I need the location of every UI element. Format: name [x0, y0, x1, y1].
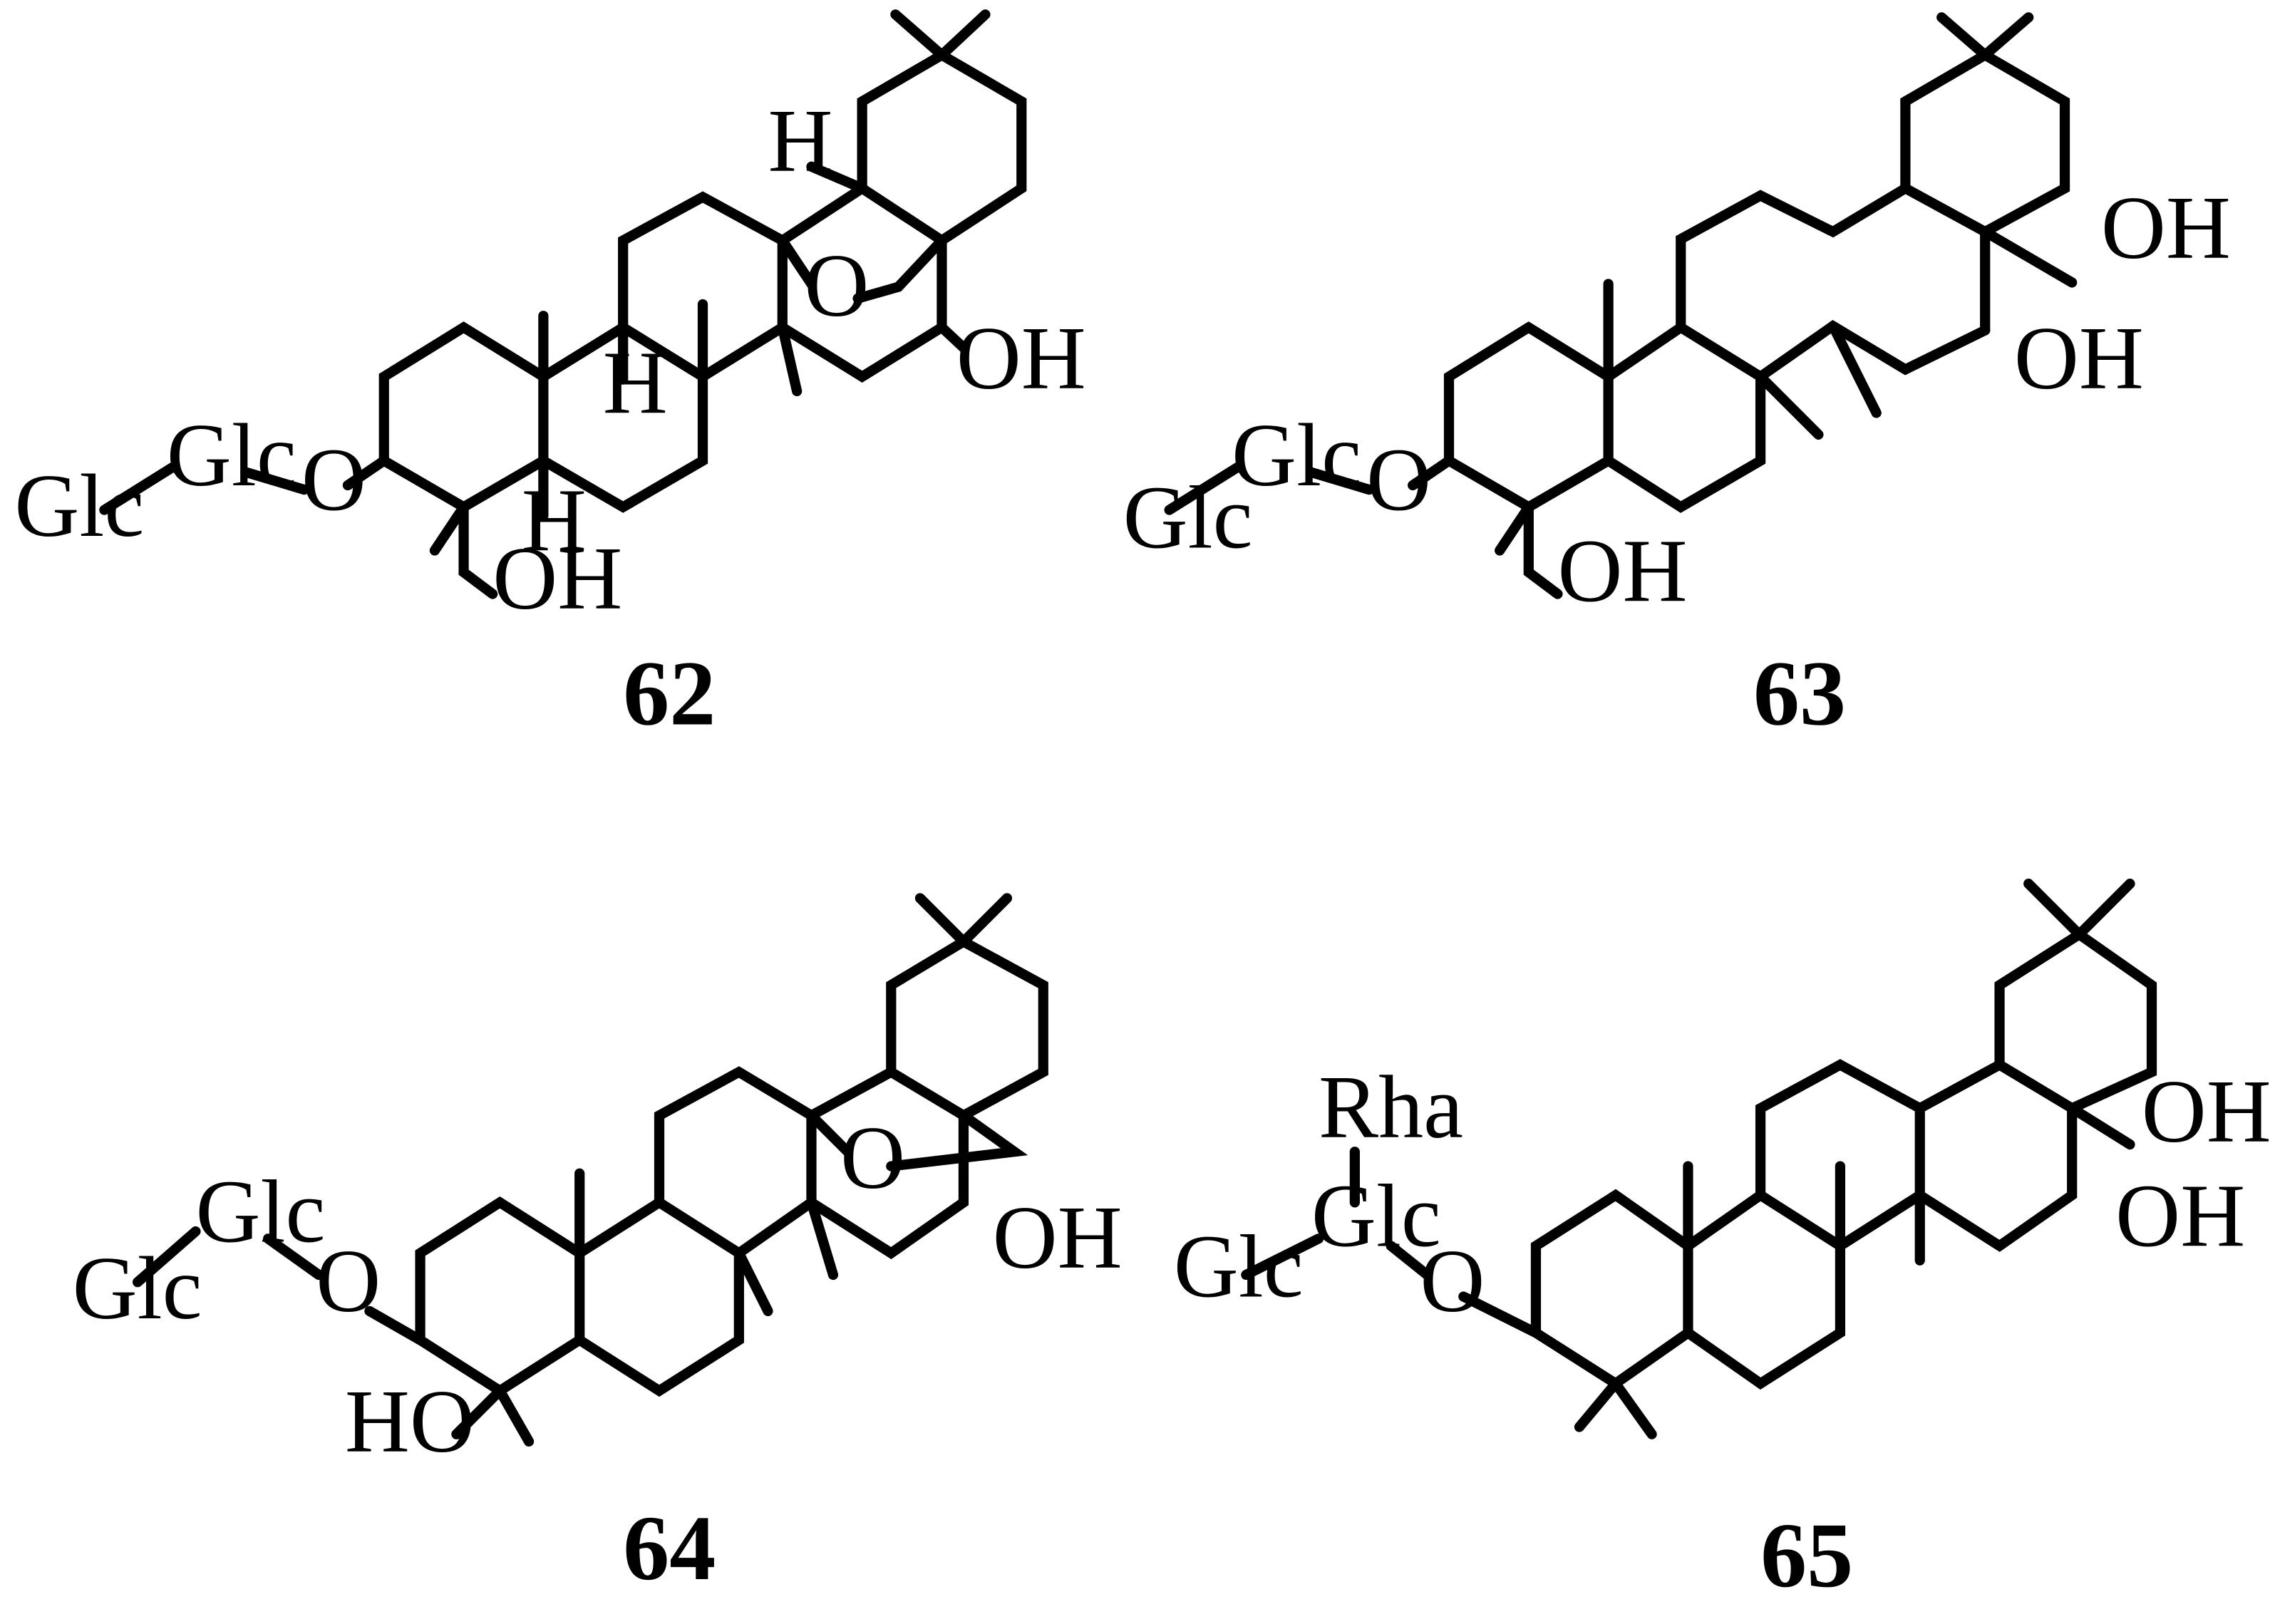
c63-oh-ring: OH [2014, 309, 2144, 408]
c62-h-low: H [522, 472, 587, 571]
c62-o-bridge: O [804, 237, 869, 336]
compound-number-64: 64 [623, 1497, 716, 1600]
compound-number-65: 65 [1760, 1504, 1853, 1607]
c65-glc-1: Glc [1311, 1167, 1441, 1266]
c62-glc-2: Glc [14, 457, 144, 556]
compound-number-63: 63 [1753, 643, 1846, 745]
c64-o-link: O [316, 1232, 381, 1331]
c62-oh-ch2: OH [492, 529, 622, 629]
c64-glc-1: Glc [195, 1162, 325, 1261]
c62-h-top: H [768, 92, 832, 191]
c63-oh-ch2: OH [1557, 522, 1687, 621]
c63-glc-1: Glc [1232, 406, 1361, 505]
compound-62-structure: Glc Glc O O OH OH H H H 62 [14, 9, 1086, 745]
c65-rha: Rha [1319, 1058, 1463, 1157]
c62-h-mid: H [603, 333, 668, 433]
compound-63-structure: Glc Glc O OH OH OH 63 [1123, 12, 2231, 745]
c62-oh-ring: OH [956, 309, 1086, 408]
c65-glc-2: Glc [1174, 1218, 1304, 1317]
c64-oh-ring: OH [993, 1189, 1123, 1288]
compound-64-structure: Glc Glc O O OH HO 64 [73, 893, 1123, 1600]
c63-o-link: O [1366, 431, 1431, 530]
c62-glc-1: Glc [167, 406, 296, 505]
c64-o-bridge: O [840, 1109, 905, 1208]
c64-ho-ch2: HO [345, 1372, 475, 1472]
c65-o-link: O [1420, 1232, 1485, 1331]
c65-oh-ch2: OH [2142, 1062, 2271, 1162]
c62-o-link: O [301, 431, 366, 530]
c64-glc-2: Glc [73, 1239, 202, 1338]
compound-65-structure: Rha Glc Glc O OH OH 65 [1174, 879, 2271, 1607]
compound-number-62: 62 [623, 643, 716, 745]
c65-oh-ring: OH [2115, 1167, 2245, 1266]
c63-oh-ch2-right: OH [2101, 179, 2231, 278]
c63-glc-2: Glc [1123, 468, 1253, 567]
